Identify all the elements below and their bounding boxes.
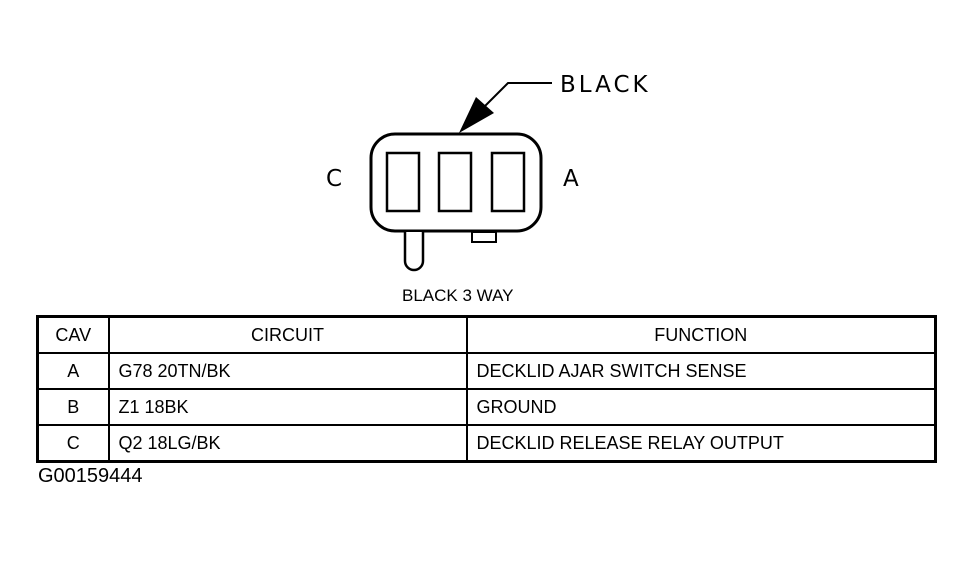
callout-label-black: BLACK (560, 72, 651, 98)
header-cav: CAV (36, 315, 110, 354)
cell-circuit: Q2 18LG/BK (107, 424, 468, 463)
connector-drawing (369, 82, 552, 272)
callout-arrow-icon (459, 97, 494, 133)
cell-function: DECKLID RELEASE RELAY OUTPUT (465, 424, 937, 463)
connector-title: BLACK 3 WAY (402, 286, 514, 305)
cavity-c-label: C (326, 166, 346, 192)
polarizing-key (471, 231, 497, 243)
cell-cav: A (36, 352, 110, 390)
figure-id: G00159444 (38, 465, 143, 487)
cell-cav: B (36, 388, 110, 426)
table-row: B Z1 18BK GROUND (36, 388, 937, 426)
cell-function: GROUND (465, 388, 937, 426)
locking-tab (403, 232, 425, 272)
cavity-a-label: A (563, 166, 582, 192)
table-row: A G78 20TN/BK DECKLID AJAR SWITCH SENSE (36, 352, 937, 390)
table-row: C Q2 18LG/BK DECKLID RELEASE RELAY OUTPU… (36, 424, 937, 463)
callout-leader-line (475, 82, 552, 116)
header-function: FUNCTION (465, 315, 937, 354)
cell-cav: C (36, 424, 110, 463)
table-header-row: CAV CIRCUIT FUNCTION (36, 315, 937, 354)
cell-function: DECKLID AJAR SWITCH SENSE (465, 352, 937, 390)
cavity-b (437, 151, 473, 213)
cavity-c (385, 151, 421, 213)
header-circuit: CIRCUIT (107, 315, 468, 354)
cavity-a (490, 151, 526, 213)
pinout-table: CAV CIRCUIT FUNCTION A G78 20TN/BK DECKL… (36, 315, 937, 463)
cell-circuit: G78 20TN/BK (107, 352, 468, 390)
cell-circuit: Z1 18BK (107, 388, 468, 426)
